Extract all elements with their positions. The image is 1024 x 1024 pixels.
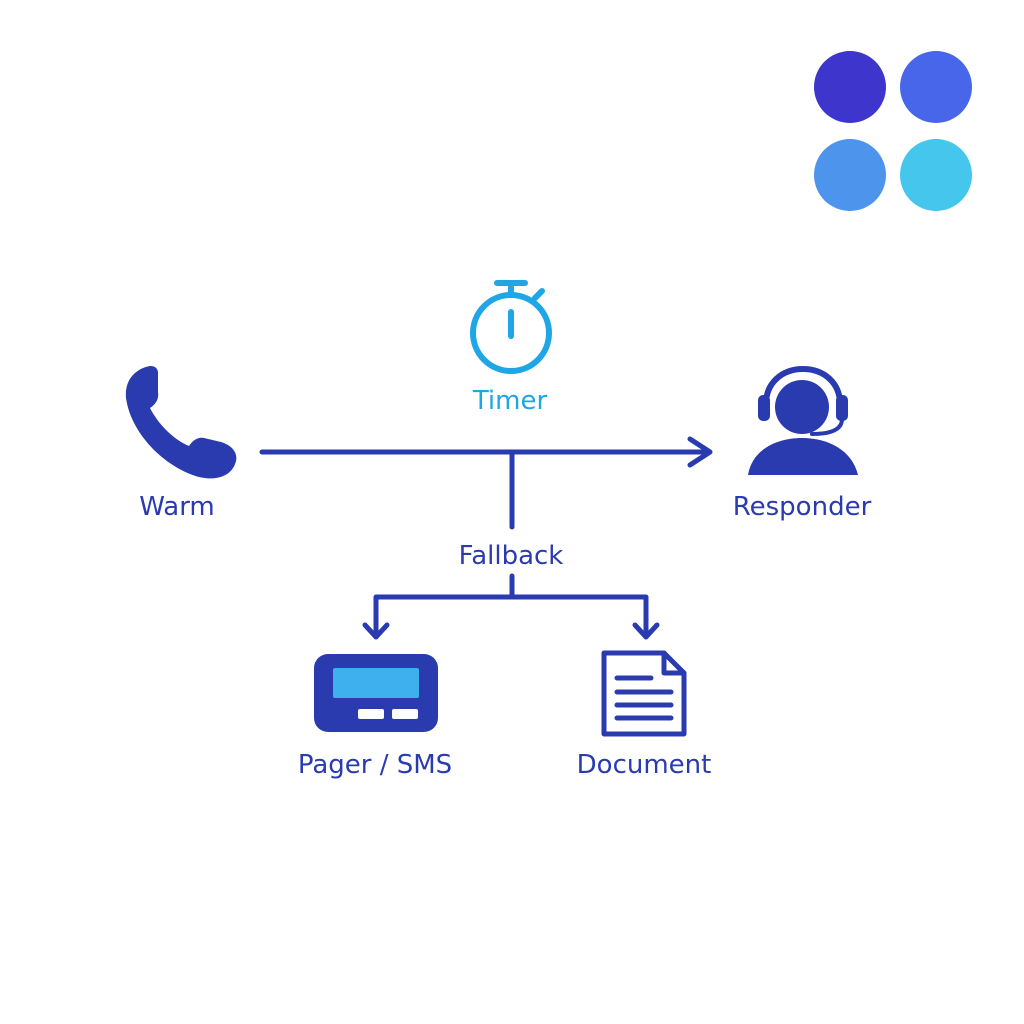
logo-dot-4 xyxy=(900,139,972,211)
warm-label: Warm xyxy=(139,492,215,522)
pager-sms-label: Pager / SMS xyxy=(297,750,453,780)
logo-dot-2 xyxy=(900,51,972,123)
fallback-branch-line xyxy=(373,594,649,637)
logo-dot-1 xyxy=(814,51,886,123)
responder-arrowhead xyxy=(687,436,713,468)
document-arrowhead xyxy=(632,622,660,640)
responder-label: Responder xyxy=(732,492,872,522)
document-label: Document xyxy=(576,750,712,780)
logo-dot-3 xyxy=(814,139,886,211)
pager-arrowhead xyxy=(362,622,390,640)
fallback-label: Fallback xyxy=(458,541,564,571)
timer-label: Timer xyxy=(472,386,548,416)
